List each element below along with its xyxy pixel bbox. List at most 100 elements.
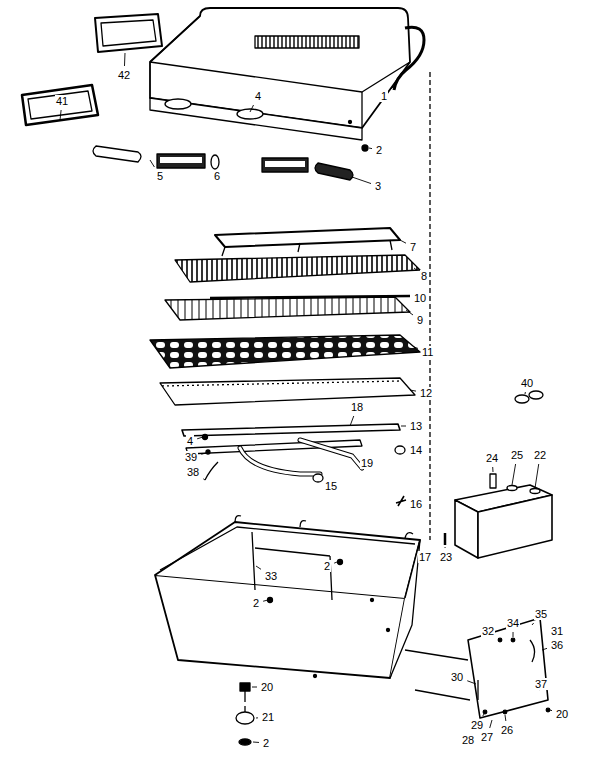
grill-base — [155, 516, 420, 678]
tank-bracket-part — [405, 650, 470, 700]
grates — [150, 228, 420, 405]
gas-tank-part — [478, 495, 552, 558]
fasteners-part — [244, 706, 245, 712]
grill-base-part — [252, 532, 332, 600]
leader-line — [150, 160, 154, 167]
callout-number: 40 — [520, 377, 534, 389]
callout-number: 25 — [510, 449, 524, 461]
grill-lid-part — [150, 98, 362, 140]
leader-line — [400, 240, 406, 243]
leader-line — [263, 600, 268, 601]
leader-line — [406, 310, 413, 315]
callout-number: 34 — [506, 617, 520, 629]
leader-line — [252, 687, 257, 688]
leader-line — [60, 110, 61, 120]
gas-tank — [445, 391, 552, 558]
side-shelf — [22, 14, 162, 125]
callout-number: 6 — [213, 170, 221, 182]
leader-line — [401, 426, 406, 427]
gas-tank-part — [507, 486, 517, 491]
side-shelf-part — [95, 14, 162, 52]
leader-line — [532, 623, 534, 625]
leader-line — [201, 453, 206, 454]
leader-line — [512, 464, 516, 485]
callout-number: 17 — [418, 551, 432, 563]
burner-part — [205, 462, 218, 480]
callout-number: 14 — [409, 444, 423, 456]
grill-base-part — [390, 540, 420, 678]
callout-number: 20 — [555, 708, 569, 720]
leader-line — [350, 416, 354, 426]
callout-number: 31 — [550, 625, 564, 637]
leader-line — [352, 177, 371, 184]
leader-line — [490, 720, 492, 728]
grill-base-part — [314, 675, 317, 678]
grill-lid-part — [361, 92, 362, 128]
callout-number: 23 — [439, 551, 453, 563]
leader-line — [124, 53, 126, 66]
leader-line — [410, 390, 416, 391]
leader-line — [542, 648, 547, 650]
leader-line — [391, 84, 396, 89]
grill-lid — [150, 8, 424, 140]
callout-number: 15 — [324, 480, 338, 492]
fasteners-part — [239, 739, 251, 745]
callout-number: 3 — [374, 180, 382, 192]
burner-part — [395, 446, 405, 454]
callout-number: 30 — [450, 671, 464, 683]
leader-line — [256, 566, 261, 569]
callout-number: 42 — [117, 69, 131, 81]
callout-number: 29 — [470, 719, 484, 731]
leader-line — [513, 632, 514, 637]
grates-part — [222, 240, 392, 256]
callout-number: 20 — [260, 681, 274, 693]
leader-line — [369, 148, 372, 150]
burner-part — [240, 448, 320, 474]
grill-base-part — [268, 598, 273, 603]
leader-line — [197, 437, 203, 439]
fasteners-part — [240, 683, 250, 691]
callout-number: 13 — [409, 420, 423, 432]
leader-line — [256, 717, 258, 718]
gas-tank-part — [444, 533, 447, 545]
callout-number: 2 — [262, 737, 270, 749]
callout-number: 32 — [481, 625, 495, 637]
leader-line — [535, 464, 539, 488]
burner-part — [300, 440, 362, 468]
burner-part — [203, 435, 208, 440]
grates-part — [215, 228, 400, 247]
callout-number: 24 — [485, 452, 499, 464]
control-tubes-part — [262, 158, 308, 172]
grates-part — [150, 335, 420, 368]
tank-bracket-part — [498, 638, 502, 642]
burner-part — [313, 474, 323, 482]
callout-number: 37 — [534, 678, 548, 690]
fasteners-part — [244, 691, 245, 702]
callout-number: 36 — [550, 639, 564, 651]
leader-line — [203, 479, 205, 480]
grill-base-part — [160, 527, 415, 570]
side-shelf-part — [101, 20, 156, 46]
callout-number: 5 — [156, 170, 164, 182]
callout-number: 4 — [186, 435, 194, 447]
grill-base-part — [387, 629, 390, 632]
control-tubes-part — [265, 161, 305, 167]
tank-bracket-part — [503, 710, 507, 714]
tank-bracket — [405, 618, 550, 718]
side-shelf-part — [22, 85, 98, 125]
tank-bracket-part — [468, 618, 548, 718]
gas-tank-part — [455, 500, 478, 558]
leader-line — [445, 547, 446, 548]
grill-lid-part — [150, 62, 410, 92]
grates-part — [175, 255, 420, 282]
tank-bracket-part — [546, 708, 550, 712]
grill-lid-part — [165, 99, 191, 109]
burner — [182, 424, 406, 506]
gas-tank-part — [490, 474, 496, 488]
leader-line — [334, 562, 337, 563]
grill-lid-part — [394, 27, 424, 90]
grill-base-part — [155, 522, 420, 598]
leader-line — [414, 268, 417, 270]
callout-number: 41 — [55, 95, 69, 107]
